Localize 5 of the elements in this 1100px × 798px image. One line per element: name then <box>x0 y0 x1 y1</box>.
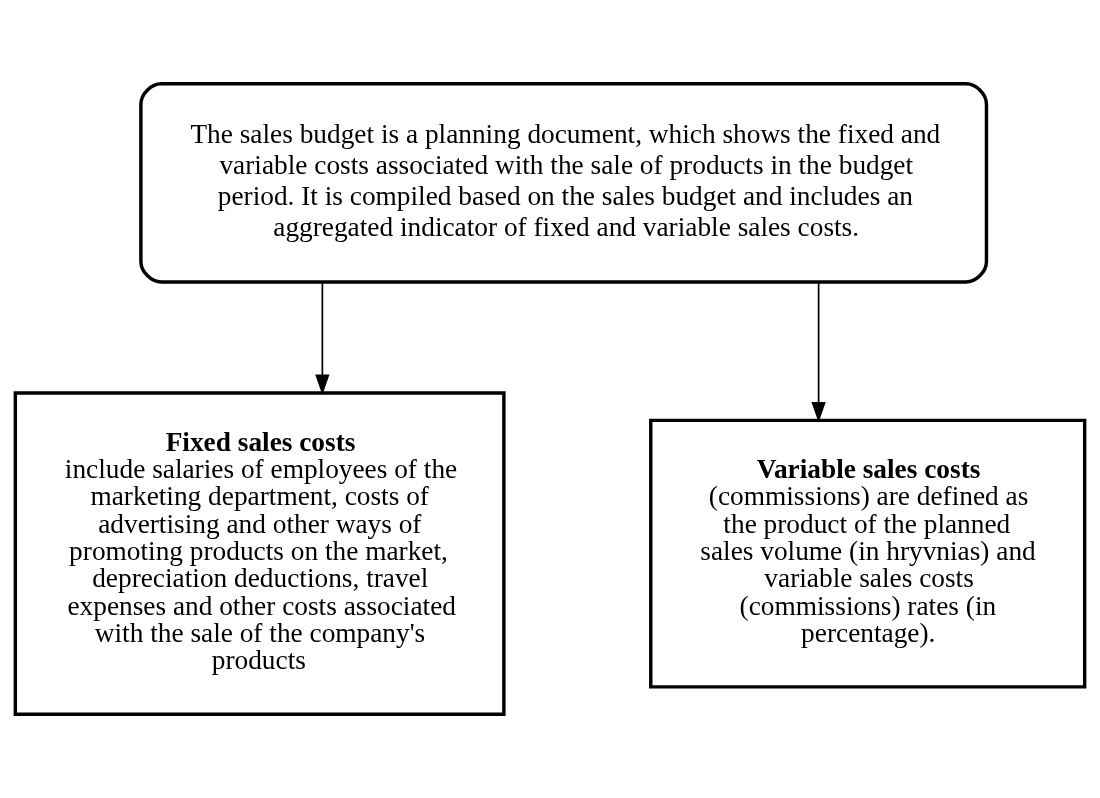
arrow <box>811 281 826 423</box>
node-box: Fixed sales costs include salaries of employees of the marketing department, costs of advertising and other ways of promoting products on the market, depreciation deductions, travel expenses and other costs associated with the sale of the company's products <box>13 391 506 716</box>
arrow <box>315 281 330 395</box>
node-box: The sales budget is a planning document, which shows the fixed and variable costs associated with the sale of products in the budget period. It is compiled based on the sales budget and includes an aggregated indicator of fixed and variable sales costs. <box>139 82 989 284</box>
node-box: Variable sales costs (commissions) are defined as the product of the planned sales volume (in hryvnias) and variable sales costs (commissions) rates (in percentage). <box>649 418 1087 689</box>
